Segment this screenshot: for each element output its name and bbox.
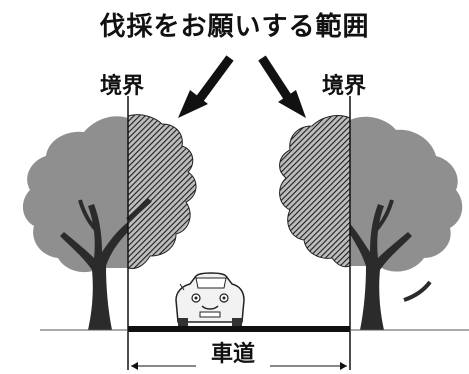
left-cut-area xyxy=(127,114,197,269)
boundary-label-right: 境界 xyxy=(322,74,367,99)
right-tree-canopy xyxy=(350,116,463,272)
diagram-title: 伐採をお願いする範囲 xyxy=(99,12,370,42)
road-surface xyxy=(128,326,350,332)
road-label: 車道 xyxy=(196,336,270,368)
left-tree xyxy=(22,116,128,330)
right-cut-area xyxy=(279,115,351,268)
boundary-label-left: 境界 xyxy=(100,74,145,99)
right-tree-trunk xyxy=(350,204,412,330)
arrow-right xyxy=(258,55,306,118)
arrow-left xyxy=(178,55,234,118)
car-icon xyxy=(175,272,245,326)
right-tree xyxy=(350,116,463,330)
left-tree-trunk xyxy=(60,204,128,330)
left-tree-canopy xyxy=(22,116,128,273)
